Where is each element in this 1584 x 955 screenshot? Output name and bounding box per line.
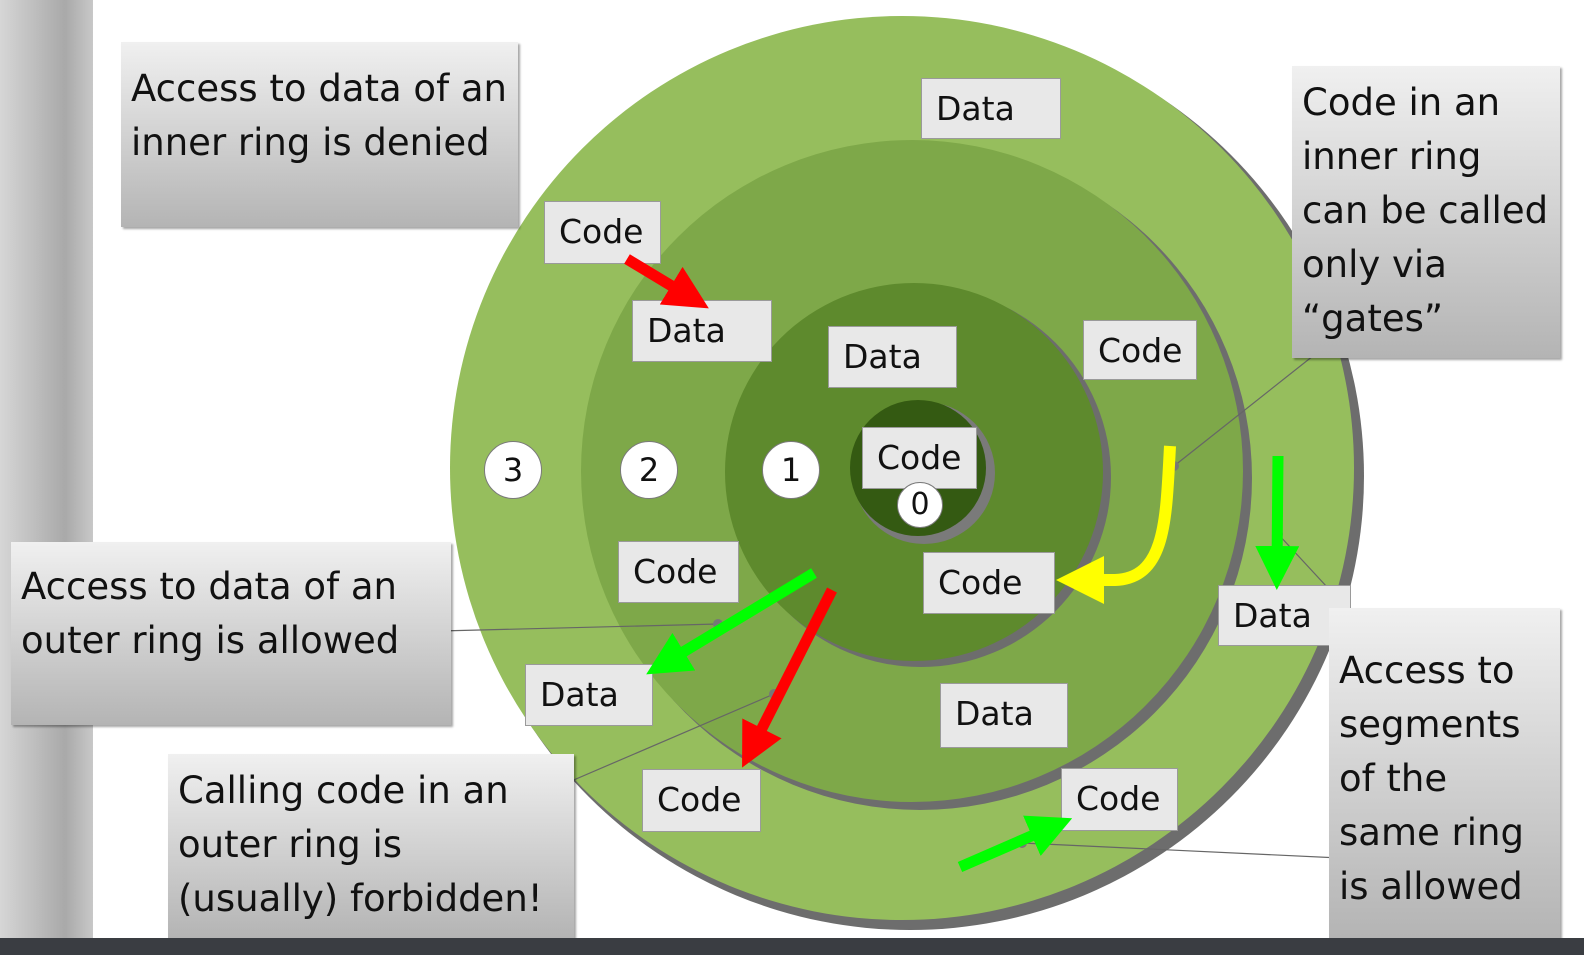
code-segment-ring1-gate: Code (923, 552, 1055, 614)
callout-line: “gates” (1302, 297, 1444, 340)
leader-calling-outer (561, 693, 775, 786)
callout-line: Access to data of an (21, 565, 397, 608)
data-segment-ring3-top: Data (921, 78, 1061, 139)
data-segment-ring3-right: Data (1218, 585, 1351, 646)
callout-line: (usually) forbidden! (178, 877, 543, 920)
callout-same-ring-allowed: Access to segments of the same ring is a… (1329, 608, 1560, 938)
leader-dot (713, 619, 723, 629)
ring-1-label: 1 (762, 441, 820, 499)
slide-bottom-bar (0, 938, 1584, 955)
code-segment-ring3-upper-left: Code (544, 201, 661, 264)
callout-inner-ring-denied: Access to data of an inner ring is denie… (121, 42, 518, 227)
callout-line: inner ring (1302, 135, 1482, 178)
callout-line: Code in an (1302, 81, 1501, 124)
ring-3-label: 3 (484, 441, 542, 499)
callout-outer-ring-allowed: Access to data of an outer ring is allow… (11, 542, 451, 725)
callout-gates: Code in an inner ring can be called only… (1292, 66, 1560, 358)
data-segment-ring2-bottom: Data (940, 683, 1068, 748)
leader-same-ring-b (1021, 842, 1341, 859)
leader-dot (1273, 529, 1283, 539)
data-segment-ring1-top: Data (828, 326, 957, 388)
callout-line: Access to (1339, 649, 1515, 692)
code-segment-ring3-bottom: Code (642, 769, 761, 832)
callout-line: segments (1339, 703, 1521, 746)
leader-gates (1173, 351, 1319, 467)
callout-line: outer ring is allowed (21, 619, 400, 662)
callout-line: can be called (1302, 189, 1549, 232)
ring-0-label: 0 (897, 482, 943, 528)
callout-line: same ring (1339, 811, 1524, 854)
callout-line: Access to data of an (131, 67, 507, 110)
callout-line: outer ring is (178, 823, 403, 866)
data-segment-ring2-upper-left: Data (632, 300, 772, 362)
leader-dot (769, 689, 779, 699)
callout-calling-outer-forbidden: Calling code in an outer ring is (usuall… (168, 754, 574, 938)
ring-2-label: 2 (620, 441, 678, 499)
data-segment-ring3-lower-left: Data (525, 664, 653, 726)
slide-left-bar (0, 0, 93, 955)
callout-line: is allowed (1339, 865, 1523, 908)
leader-dot (1169, 461, 1179, 471)
code-segment-ring2-right: Code (1083, 320, 1197, 380)
code-segment-ring3-bottom-right: Code (1061, 768, 1178, 831)
leader-dot (1017, 838, 1027, 848)
code-segment-ring0: Code (862, 427, 977, 489)
callout-line: of the (1339, 757, 1448, 800)
callout-line: Calling code in an (178, 769, 509, 812)
callout-line: inner ring is denied (131, 121, 490, 164)
code-segment-ring2-left: Code (618, 541, 739, 603)
callout-line: only via (1302, 243, 1447, 286)
